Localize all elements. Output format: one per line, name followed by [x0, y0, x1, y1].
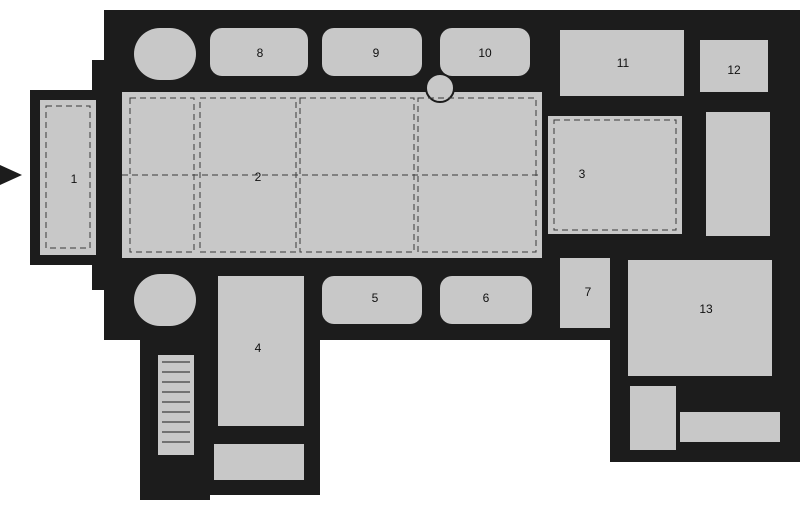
room-label-1: 1	[71, 172, 78, 186]
room-label-5: 5	[372, 291, 379, 305]
room-label-3: 3	[579, 167, 586, 181]
spiral-stair	[425, 73, 455, 103]
vault-ribs	[45, 97, 677, 253]
room-label-9: 9	[373, 46, 380, 60]
room-label-8: 8	[257, 46, 264, 60]
entrance-arrow	[0, 165, 22, 185]
room-label-7: 7	[585, 285, 592, 299]
room-label-4: 4	[255, 341, 262, 355]
staircase-right	[683, 386, 733, 406]
room-label-2: 2	[255, 170, 262, 184]
room-label-11: 11	[617, 56, 630, 70]
room-label-10: 10	[478, 46, 492, 60]
room-label-6: 6	[483, 291, 490, 305]
room-labels: 1 2 3 4 5 6 7 8 9 10 11 12 13	[71, 46, 741, 355]
room-label-12: 12	[727, 63, 741, 77]
staircase-left	[162, 361, 190, 443]
room-label-13: 13	[699, 302, 713, 316]
